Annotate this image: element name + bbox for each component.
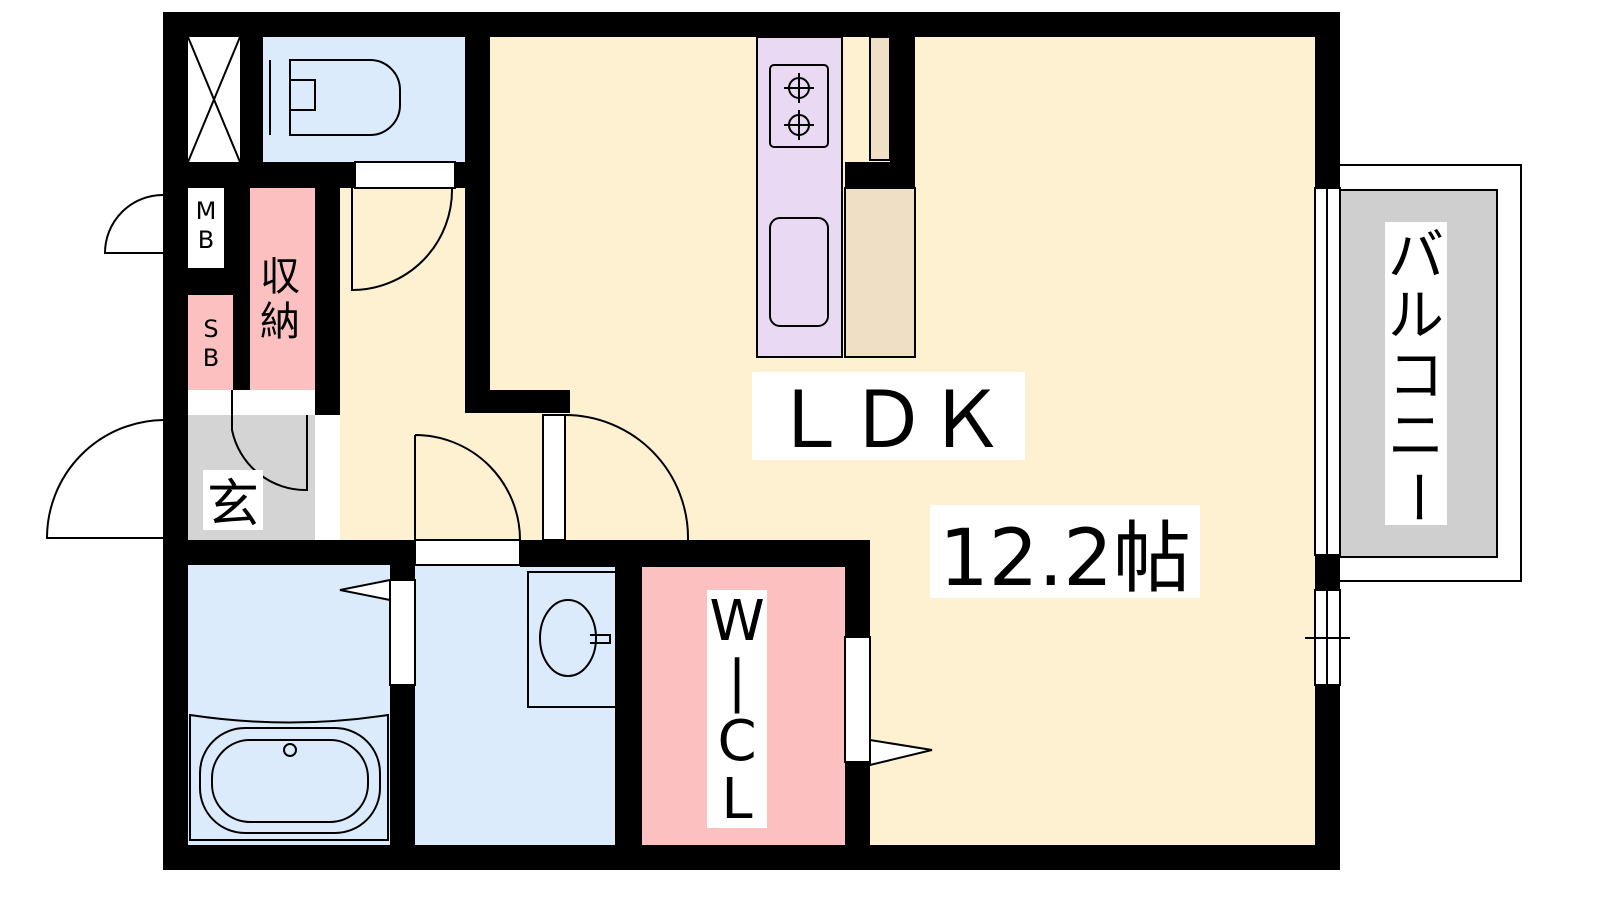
side-counter: [844, 187, 916, 358]
bathroom: [188, 565, 390, 845]
sb-label-s: S: [203, 315, 218, 343]
toilet-room: [263, 37, 465, 162]
balcony-char-2: ル: [1388, 284, 1444, 349]
basin-icon: [539, 599, 597, 677]
sb-label-b: B: [203, 344, 219, 372]
wcl-l: L: [721, 767, 752, 832]
vanity: [527, 571, 617, 708]
sink-icon: [769, 217, 829, 327]
balcony-char-1: バ: [1388, 224, 1444, 289]
ldk-label: ＬＤＫ: [771, 376, 1005, 466]
mb-label-m: M: [196, 197, 217, 225]
mb-label-b: B: [198, 226, 214, 254]
wcl-i: |: [728, 649, 747, 714]
wcl-c: C: [717, 709, 756, 774]
storage-label-2: 納: [260, 299, 300, 345]
fixtures: [189, 36, 916, 841]
balcony-char-4: ニ: [1388, 404, 1444, 469]
interior-walls: [163, 37, 915, 845]
bathtub-icon: [189, 713, 389, 841]
labels: M B 収 納 S B 玄 ＬＤＫ 12.2帖 W | C L バ ル コ ニ …: [196, 197, 1449, 832]
entrance-label: 玄: [207, 475, 259, 535]
ldk-size-label: 12.2帖: [939, 514, 1191, 604]
wcl-w: W: [709, 589, 764, 654]
balcony-char-5: ー: [1384, 469, 1449, 525]
cooktop-icon: [769, 64, 829, 148]
washroom: [415, 565, 615, 845]
sb-box: [188, 295, 234, 390]
toilet-icon: [269, 59, 401, 136]
svg-text:ー: ー: [1384, 469, 1449, 525]
balcony-char-3: コ: [1388, 344, 1444, 409]
mb-box: [188, 188, 224, 268]
storage-label-1: 収: [260, 254, 300, 300]
storage-room: [250, 188, 315, 390]
